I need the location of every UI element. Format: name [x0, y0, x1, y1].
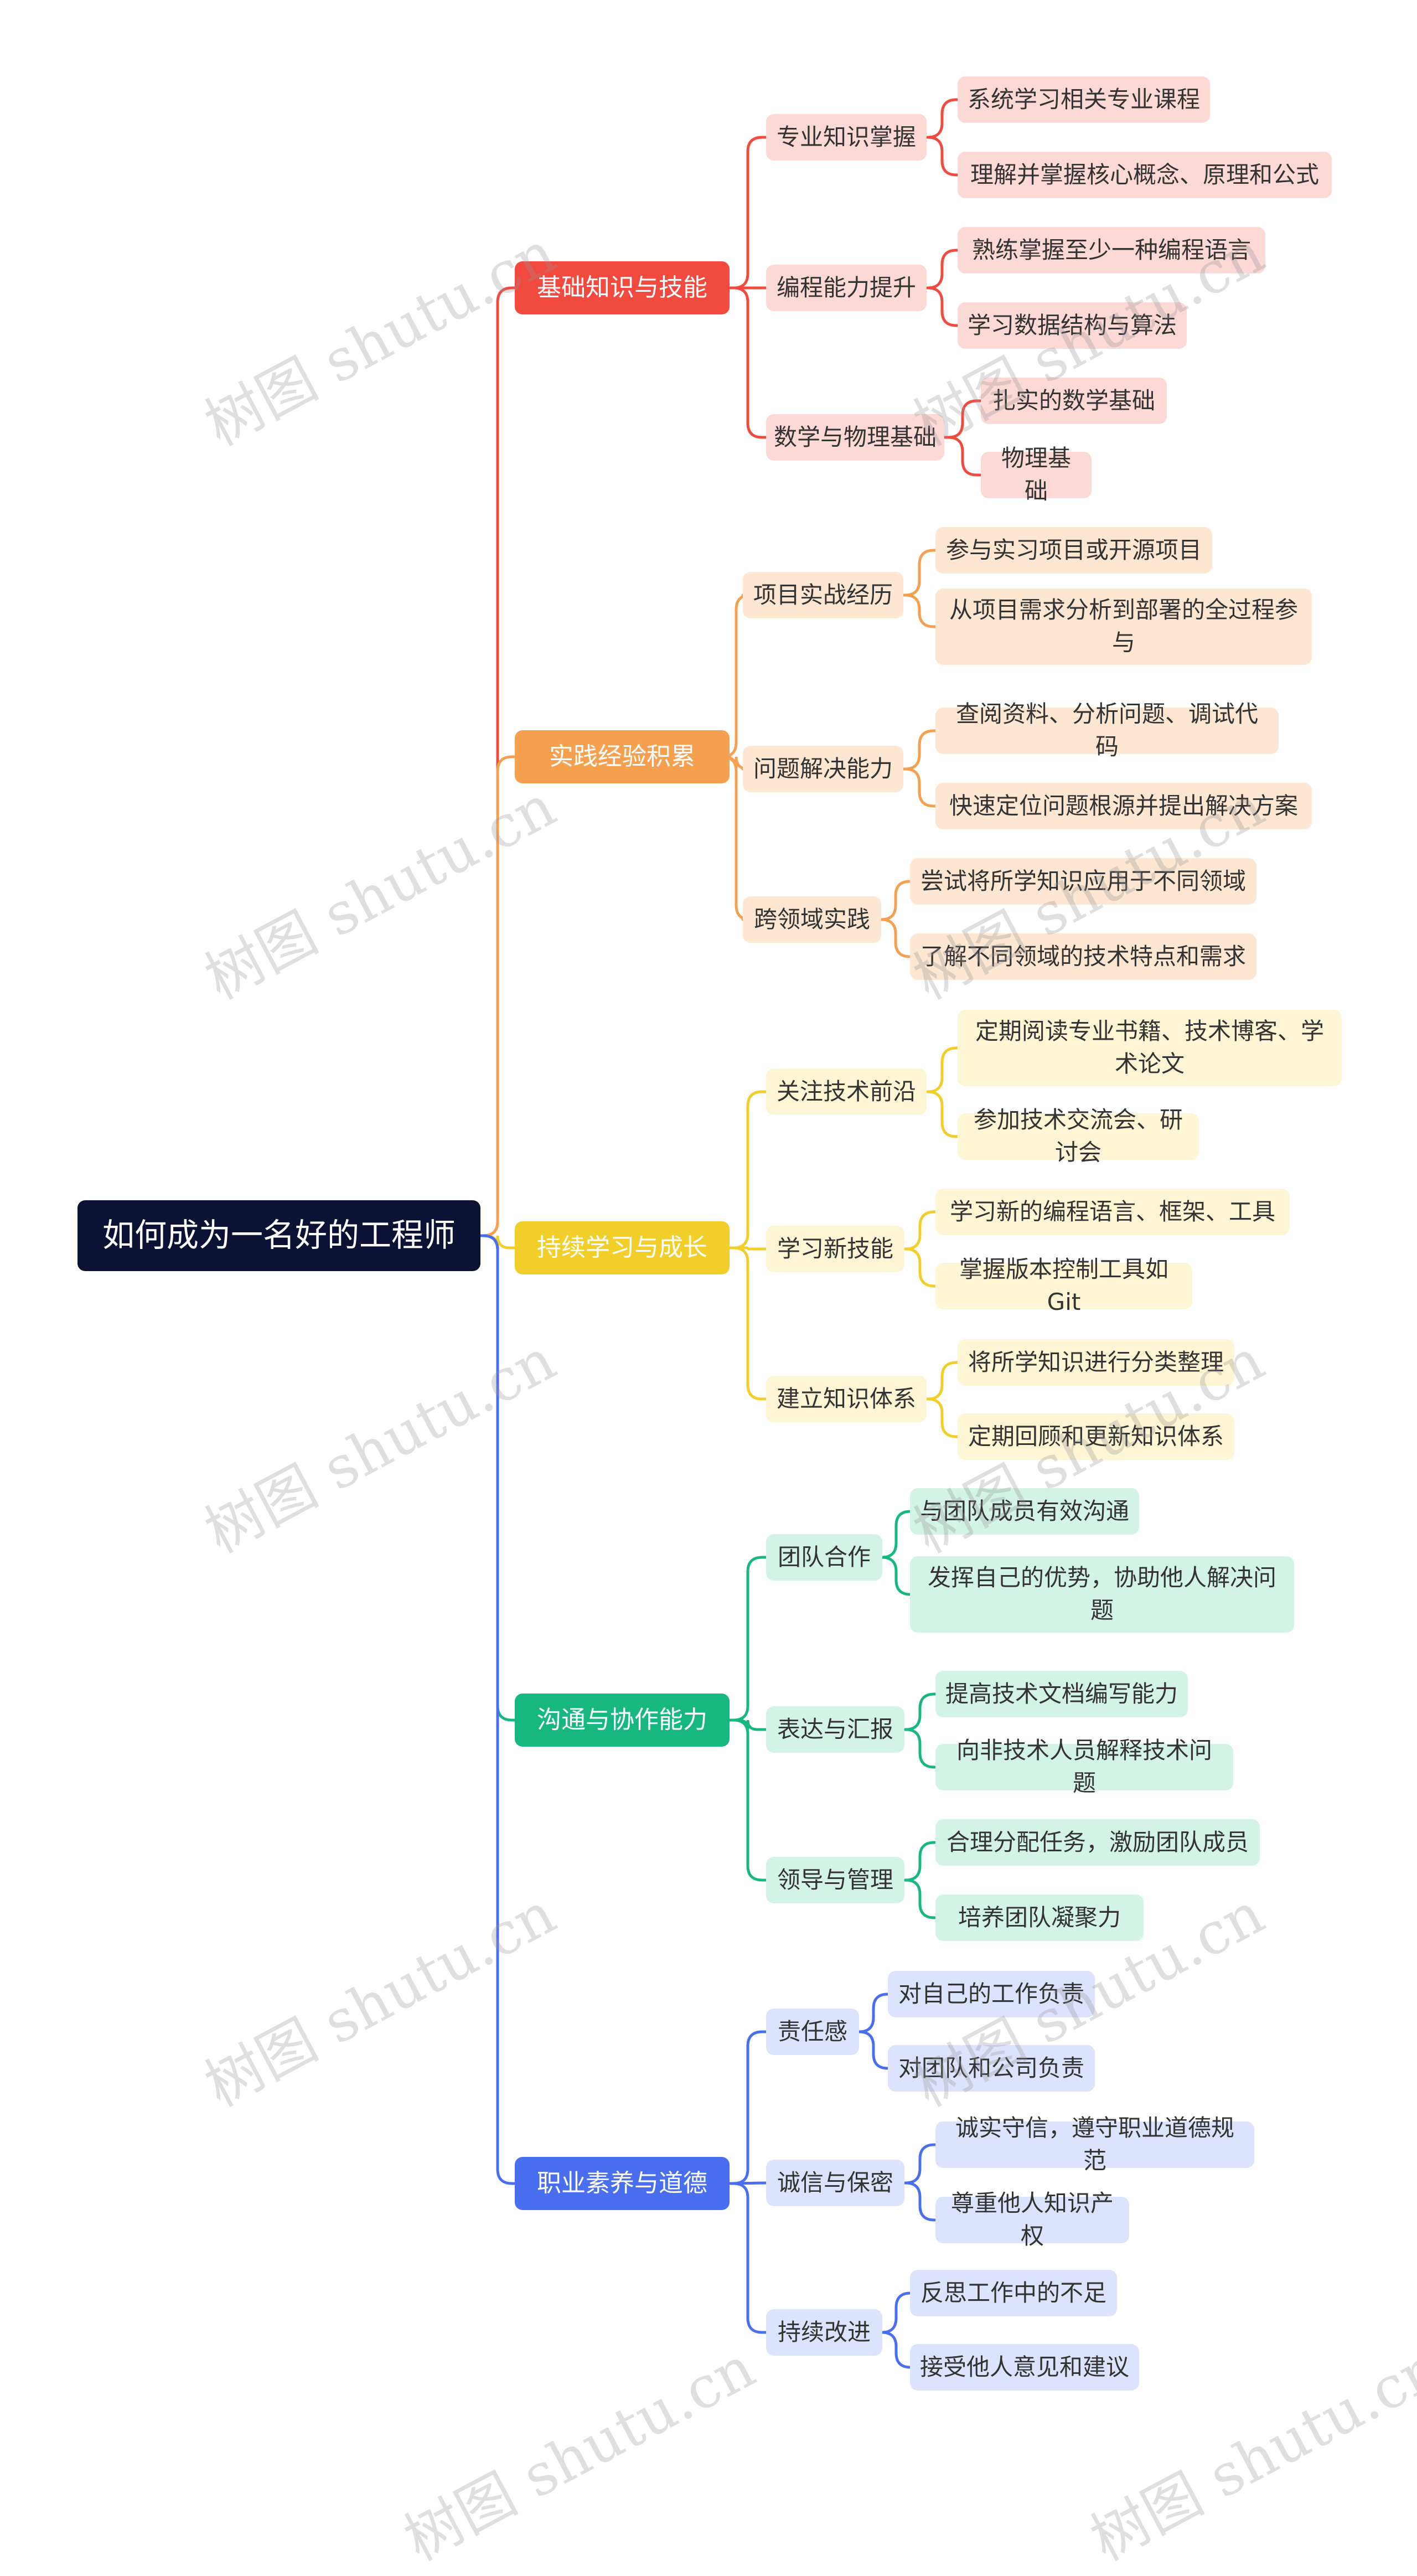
leaf-node-2-0-1[interactable]: 参加技术交流会、研讨会: [958, 1106, 1199, 1166]
topic-node-2-2[interactable]: 建立知识体系: [766, 1376, 927, 1422]
branch-node-4[interactable]: 职业素养与道德: [515, 2157, 730, 2210]
branch-node-0[interactable]: 基础知识与技能: [515, 261, 730, 314]
root-node[interactable]: 如何成为一名好的工程师: [77, 1200, 480, 1271]
topic-node-0-1[interactable]: 编程能力提升: [766, 265, 927, 311]
leaf-node-4-2-1[interactable]: 接受他人意见和建议: [910, 2344, 1139, 2391]
leaf-node-1-0-1[interactable]: 从项目需求分析到部署的全过程参与: [935, 588, 1312, 665]
leaf-connector-3-2-1: [903, 1878, 937, 1919]
leaf-connector-4-1-0: [903, 2143, 937, 2185]
root-connector-1: [479, 755, 516, 1237]
leaf-node-4-0-1[interactable]: 对团队和公司负责: [888, 2045, 1095, 2092]
leaf-connector-0-0-0: [925, 98, 959, 139]
branch-connector-2-2: [728, 1246, 768, 1401]
leaf-node-4-0-0[interactable]: 对自己的工作负责: [888, 1971, 1095, 2017]
leaf-connector-4-2-1: [881, 2331, 912, 2369]
leaf-connector-3-0-1: [881, 1556, 912, 1596]
branch-connector-0-0: [728, 136, 768, 290]
branch-connector-2-0: [728, 1090, 768, 1250]
leaf-connector-1-1-1: [902, 767, 937, 808]
leaf-node-2-1-1[interactable]: 掌握版本控制工具如Git: [935, 1256, 1192, 1315]
leaf-node-4-2-0[interactable]: 反思工作中的不足: [910, 2270, 1117, 2316]
leaf-node-3-0-0[interactable]: 与团队成员有效沟通: [910, 1488, 1139, 1535]
leaf-connector-3-1-1: [903, 1728, 937, 1769]
leaf-connector-0-2-1: [943, 436, 982, 477]
leaf-connector-2-0-1: [925, 1090, 959, 1138]
leaf-node-1-1-1[interactable]: 快速定位问题根源并提出解决方案: [935, 783, 1312, 829]
leaf-connector-3-1-0: [903, 1692, 937, 1731]
leaf-connector-3-0-0: [881, 1510, 912, 1559]
leaf-node-3-0-1[interactable]: 发挥自己的优势，协助他人解决问题: [910, 1556, 1294, 1633]
topic-node-2-1[interactable]: 学习新技能: [766, 1226, 904, 1272]
leaf-connector-4-2-0: [881, 2291, 912, 2334]
leaf-connector-0-1-0: [925, 249, 959, 290]
leaf-connector-0-2-0: [943, 399, 982, 439]
leaf-node-4-1-0[interactable]: 诚实守信，遵守职业道德规范: [935, 2114, 1254, 2174]
leaf-node-1-1-0[interactable]: 查阅资料、分析问题、调试代码: [935, 700, 1279, 760]
topic-node-3-1[interactable]: 表达与汇报: [766, 1706, 904, 1753]
topic-node-1-2[interactable]: 跨领域实践: [743, 896, 881, 943]
leaf-connector-2-2-1: [925, 1397, 959, 1438]
leaf-connector-1-2-1: [880, 918, 912, 958]
branch-node-1[interactable]: 实践经验积累: [515, 730, 730, 783]
root-connector-4: [479, 1234, 516, 2185]
leaf-connector-0-1-1: [925, 286, 959, 327]
leaf-node-3-2-1[interactable]: 培养团队凝聚力: [935, 1894, 1144, 1941]
leaf-node-0-1-0[interactable]: 熟练掌握至少一种编程语言: [958, 227, 1265, 273]
leaf-node-0-0-0[interactable]: 系统学习相关专业课程: [958, 76, 1210, 123]
leaf-connector-1-0-1: [902, 593, 937, 628]
leaf-connector-0-0-1: [925, 136, 959, 177]
topic-node-0-0[interactable]: 专业知识掌握: [766, 114, 927, 161]
leaf-connector-1-2-0: [880, 880, 912, 921]
leaf-node-3-1-1[interactable]: 向非技术人员解释技术问题: [935, 1737, 1233, 1797]
topic-node-1-1[interactable]: 问题解决能力: [743, 746, 903, 792]
branch-connector-4-2: [728, 2182, 768, 2334]
leaf-connector-3-2-0: [903, 1841, 937, 1882]
leaf-connector-2-0-0: [925, 1046, 959, 1093]
topic-node-3-2[interactable]: 领导与管理: [766, 1857, 904, 1903]
leaf-node-1-2-0[interactable]: 尝试将所学知识应用于不同领域: [910, 858, 1256, 905]
leaf-connector-4-1-1: [903, 2181, 937, 2222]
leaf-connector-1-1-0: [902, 729, 937, 771]
branch-connector-4-0: [728, 2030, 768, 2185]
topic-node-4-2[interactable]: 持续改进: [766, 2309, 882, 2356]
branch-node-3[interactable]: 沟通与协作能力: [515, 1694, 730, 1747]
leaf-node-0-1-1[interactable]: 学习数据结构与算法: [958, 302, 1187, 349]
leaf-node-0-0-1[interactable]: 理解并掌握核心概念、原理和公式: [958, 152, 1332, 198]
leaf-connector-4-0-0: [857, 1992, 889, 2033]
topic-node-3-0[interactable]: 团队合作: [766, 1534, 882, 1581]
leaf-connector-2-1-1: [903, 1247, 937, 1288]
topic-node-0-2[interactable]: 数学与物理基础: [766, 414, 944, 461]
leaf-node-1-2-1[interactable]: 了解不同领域的技术特点和需求: [910, 933, 1256, 980]
leaf-connector-1-0-0: [902, 549, 937, 597]
topic-node-2-0[interactable]: 关注技术前沿: [766, 1068, 927, 1115]
leaf-node-0-2-1[interactable]: 物理基础: [981, 445, 1092, 504]
topic-node-1-0[interactable]: 项目实战经历: [743, 572, 903, 618]
leaf-connector-4-0-1: [857, 2030, 889, 2070]
leaf-connector-2-1-0: [903, 1210, 937, 1251]
leaf-node-2-2-1[interactable]: 定期回顾和更新知识体系: [958, 1413, 1234, 1460]
leaf-node-2-2-0[interactable]: 将所学知识进行分类整理: [958, 1339, 1234, 1386]
topic-node-4-1[interactable]: 诚信与保密: [766, 2160, 904, 2206]
branch-connector-2-1: [728, 1246, 768, 1251]
leaf-node-4-1-1[interactable]: 尊重他人知识产权: [935, 2190, 1129, 2249]
leaf-connector-2-2-0: [925, 1361, 959, 1401]
leaf-node-0-2-0[interactable]: 扎实的数学基础: [981, 378, 1167, 424]
leaf-node-2-0-0[interactable]: 定期阅读专业书籍、技术博客、学术论文: [958, 1010, 1342, 1086]
leaf-node-2-1-0[interactable]: 学习新的编程语言、框架、工具: [935, 1189, 1290, 1235]
leaf-node-3-2-0[interactable]: 合理分配任务，激励团队成员: [935, 1819, 1260, 1866]
leaf-node-1-0-0[interactable]: 参与实习项目或开源项目: [935, 527, 1212, 574]
topic-node-4-0[interactable]: 责任感: [766, 2009, 859, 2055]
branch-node-2[interactable]: 持续学习与成长: [515, 1221, 730, 1274]
branch-connector-0-2: [728, 286, 768, 439]
leaf-node-3-1-0[interactable]: 提高技术文档编写能力: [935, 1671, 1188, 1717]
branch-connector-3-0: [728, 1556, 768, 1722]
branch-connector-3-2: [728, 1718, 768, 1882]
